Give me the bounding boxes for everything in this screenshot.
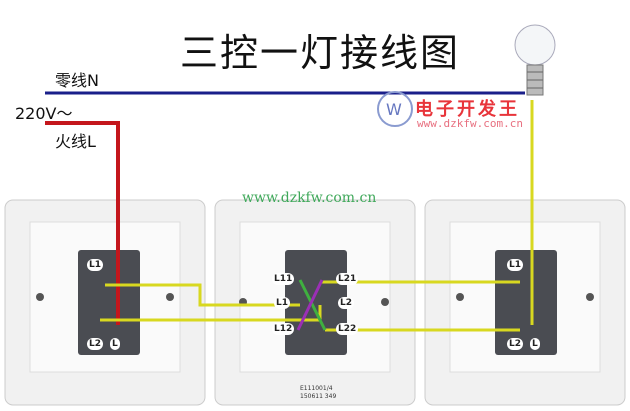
cross-wire-purple <box>296 279 324 331</box>
middle-terminal-l2: L2 <box>338 297 354 309</box>
switch-model: E111001/4 <box>300 385 333 392</box>
left-switch-panel <box>4 199 206 406</box>
right-switch-panel <box>424 199 626 406</box>
page-title: 三控一灯接线图 <box>180 31 461 75</box>
middle-terminal-l12: L12 <box>272 323 295 335</box>
left-terminal-l1: L1 <box>87 259 103 271</box>
watermark-url: www.dzkfw.com.cn <box>417 117 523 130</box>
neutral-label: 零线N <box>55 71 99 90</box>
middle-terminal-l21: L21 <box>336 273 359 285</box>
middle-terminal-l1: L1 <box>274 297 290 309</box>
left-terminal-l: L <box>110 338 120 350</box>
left-terminal-l2: L2 <box>87 338 103 350</box>
middle-switch-panel <box>214 199 416 406</box>
svg-text:W: W <box>386 100 402 119</box>
light-bulb-icon <box>514 24 556 96</box>
right-terminal-l: L <box>530 338 540 350</box>
live-wire <box>45 121 120 325</box>
right-terminal-l1: L1 <box>507 259 523 271</box>
watermark-brand: 电子开发王 <box>415 99 520 120</box>
switch-serial: 150611 349 <box>300 393 337 400</box>
right-terminal-l2: L2 <box>507 338 523 350</box>
middle-terminal-l11: L11 <box>272 273 295 285</box>
center-watermark-url: www.dzkfw.com.cn <box>242 190 377 206</box>
logo-icon: W <box>377 91 413 127</box>
cross-wire-green <box>298 279 327 331</box>
wire-left-l2 <box>100 305 322 322</box>
voltage-label: 220V～ <box>15 104 73 123</box>
live-label: 火线L <box>55 132 96 151</box>
wire-left-l1 <box>105 283 300 307</box>
middle-terminal-l22: L22 <box>336 323 359 335</box>
